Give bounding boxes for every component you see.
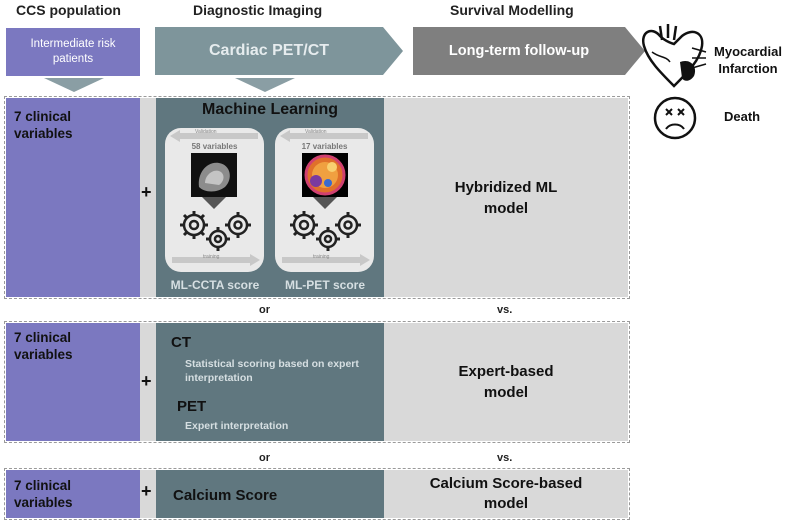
row3-frame: [4, 468, 630, 520]
long-term-followup-arrow: [413, 27, 645, 75]
validation-arrow-ccta: [170, 130, 258, 142]
row2-plus: +: [141, 371, 152, 391]
row1-gap: [140, 98, 156, 297]
down-arrow-imaging: [235, 78, 295, 92]
myocardial-infarction-label: Myocardial Infarction: [714, 44, 782, 76]
row2-expert-box: [156, 323, 384, 441]
calcium-score-based-model: Calcium Score-based model: [384, 470, 628, 518]
long-term-followup-label: Long-term follow-up: [448, 43, 590, 59]
death-label: Death: [724, 109, 761, 124]
ml-pet-score: ML-PET score: [284, 278, 365, 292]
row1-frame: [4, 96, 630, 299]
intermediate-risk-box: Intermediate risk patients: [6, 28, 140, 76]
training-arrow-ccta: [172, 254, 260, 266]
cardiac-pet-ct-arrow: [155, 27, 403, 75]
row2-gap: [140, 323, 156, 441]
calcium-score-label: Calcium Score: [173, 487, 278, 504]
row1-clinical-box: [6, 98, 140, 297]
down-arrow-ccs: [44, 78, 104, 92]
sad-face-icon: [653, 96, 697, 140]
row1-plus: +: [141, 182, 152, 202]
validation-label-pet: Validation: [305, 129, 327, 135]
ccta-variables: 58 variables: [191, 142, 238, 151]
row2-clinical-label: 7 clinical variables: [14, 330, 73, 362]
row3-calcium-box: [156, 470, 384, 518]
pet-polar-map-image: [302, 153, 348, 197]
heart-icon: [641, 24, 704, 88]
pet-title: PET: [177, 398, 207, 415]
row1-clinical-label: 7 clinical variables: [14, 109, 73, 141]
vs-separator-2: vs.: [497, 452, 513, 464]
pet-description: Expert interpretation: [185, 420, 289, 432]
ccta-image: [191, 153, 237, 197]
ccta-down-arrow: [202, 197, 226, 209]
row2-clinical-box: [6, 323, 140, 441]
row3-clinical-box: [6, 470, 140, 518]
or-separator-2: or: [259, 452, 270, 464]
gears-icon-ccta: [180, 211, 251, 251]
training-arrow-pet: [282, 254, 370, 266]
cardiac-pet-ct-label: Cardiac PET/CT: [208, 42, 330, 59]
pet-variables: 17 variables: [301, 142, 348, 151]
pet-down-arrow: [313, 197, 337, 209]
header-diagnostic-imaging: Diagnostic Imaging: [193, 2, 323, 18]
header-ccs-population: CCS population: [16, 2, 121, 18]
expert-based-model: Expert-based model: [384, 323, 628, 441]
or-separator-1: or: [259, 304, 270, 316]
gears-icon-pet: [290, 211, 361, 251]
row3-clinical-label: 7 clinical variables: [14, 478, 73, 510]
ct-description: Statistical scoring based on expert inte…: [185, 358, 359, 384]
hybridized-ml-model: Hybridized ML model: [384, 98, 628, 297]
header-survival-modelling: Survival Modelling: [450, 2, 574, 18]
row2-frame: [4, 321, 630, 443]
lightning-icon: [691, 47, 707, 69]
training-label-pet: training: [313, 254, 330, 260]
ml-title: Machine Learning: [201, 101, 339, 118]
vs-separator-1: vs.: [497, 304, 513, 316]
training-label-ccta: training: [203, 254, 220, 260]
ct-title: CT: [171, 334, 191, 351]
row3-gap: [140, 470, 156, 518]
row3-plus: +: [141, 481, 152, 501]
validation-arrow-pet: [280, 130, 368, 142]
ml-ccta-score: ML-CCTA score: [170, 278, 260, 292]
validation-label-ccta: Validation: [195, 129, 217, 135]
